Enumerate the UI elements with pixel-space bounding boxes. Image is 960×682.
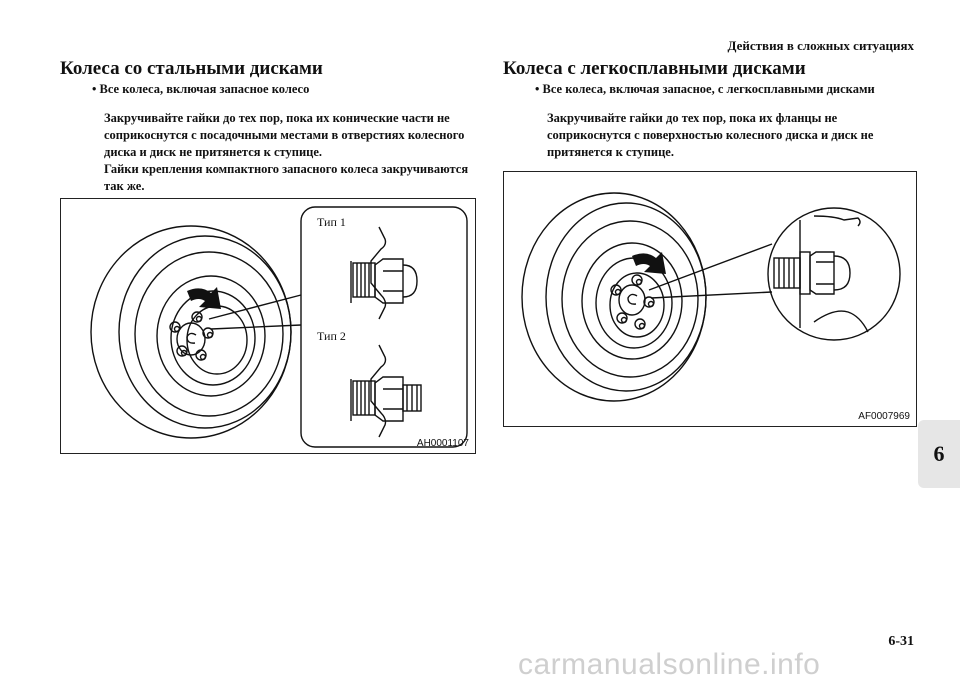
left-paragraph-1: Закручивайте гайки до тех пор, пока их к… (104, 111, 465, 159)
left-instructions: Закручивайте гайки до тех пор, пока их к… (104, 110, 474, 195)
left-figure-code: AH0001107 (416, 438, 469, 449)
left-paragraph-2: Гайки крепления компактного запасного ко… (104, 162, 469, 193)
watermark-text: carmanualsonline.info (518, 648, 821, 681)
tighten-direction-arrow (187, 287, 221, 309)
section-header: Действия в сложных ситуациях (727, 38, 914, 53)
type1-label: Тип 1 (317, 215, 346, 229)
rim-outline (581, 242, 683, 360)
alloy-wheel-illustration (521, 192, 901, 402)
nut-detail-circle (767, 207, 901, 341)
nut-detail-panel (300, 206, 468, 448)
right-section-title: Колеса с легкосплавными дисками (503, 58, 806, 79)
right-paragraph-1: Закручивайте гайки до тех пор, пока их ф… (547, 111, 874, 159)
left-bullet: • Все колеса, включая запасное колесо (92, 82, 310, 96)
page-number: 6-31 (888, 634, 914, 649)
right-figure-code: AF0007969 (858, 411, 910, 422)
type2-label: Тип 2 (317, 329, 346, 343)
left-section-title: Колеса со стальными дисками (60, 58, 323, 79)
alloy-nut-detail (773, 215, 869, 333)
type1-nut-detail (350, 226, 418, 320)
tighten-direction-arrow (632, 252, 666, 274)
rim-outline (156, 275, 266, 397)
alloy-wheel-figure: AF0007969 (503, 171, 917, 427)
wheel-nut (610, 284, 622, 296)
chapter-tab: 6 (918, 420, 960, 488)
steel-wheel-illustration (90, 206, 468, 448)
right-bullet: • Все колеса, включая запасное, с легкос… (535, 82, 875, 96)
right-instructions: Закручивайте гайки до тех пор, пока их ф… (547, 110, 907, 161)
wheel-nut (169, 321, 181, 333)
hub-center (618, 284, 646, 316)
tire-outline (90, 225, 292, 439)
steel-wheel-figure: Тип 1 Тип 2 AH0001107 (60, 198, 476, 454)
type2-nut-detail (350, 344, 422, 438)
hub-center (176, 322, 206, 356)
